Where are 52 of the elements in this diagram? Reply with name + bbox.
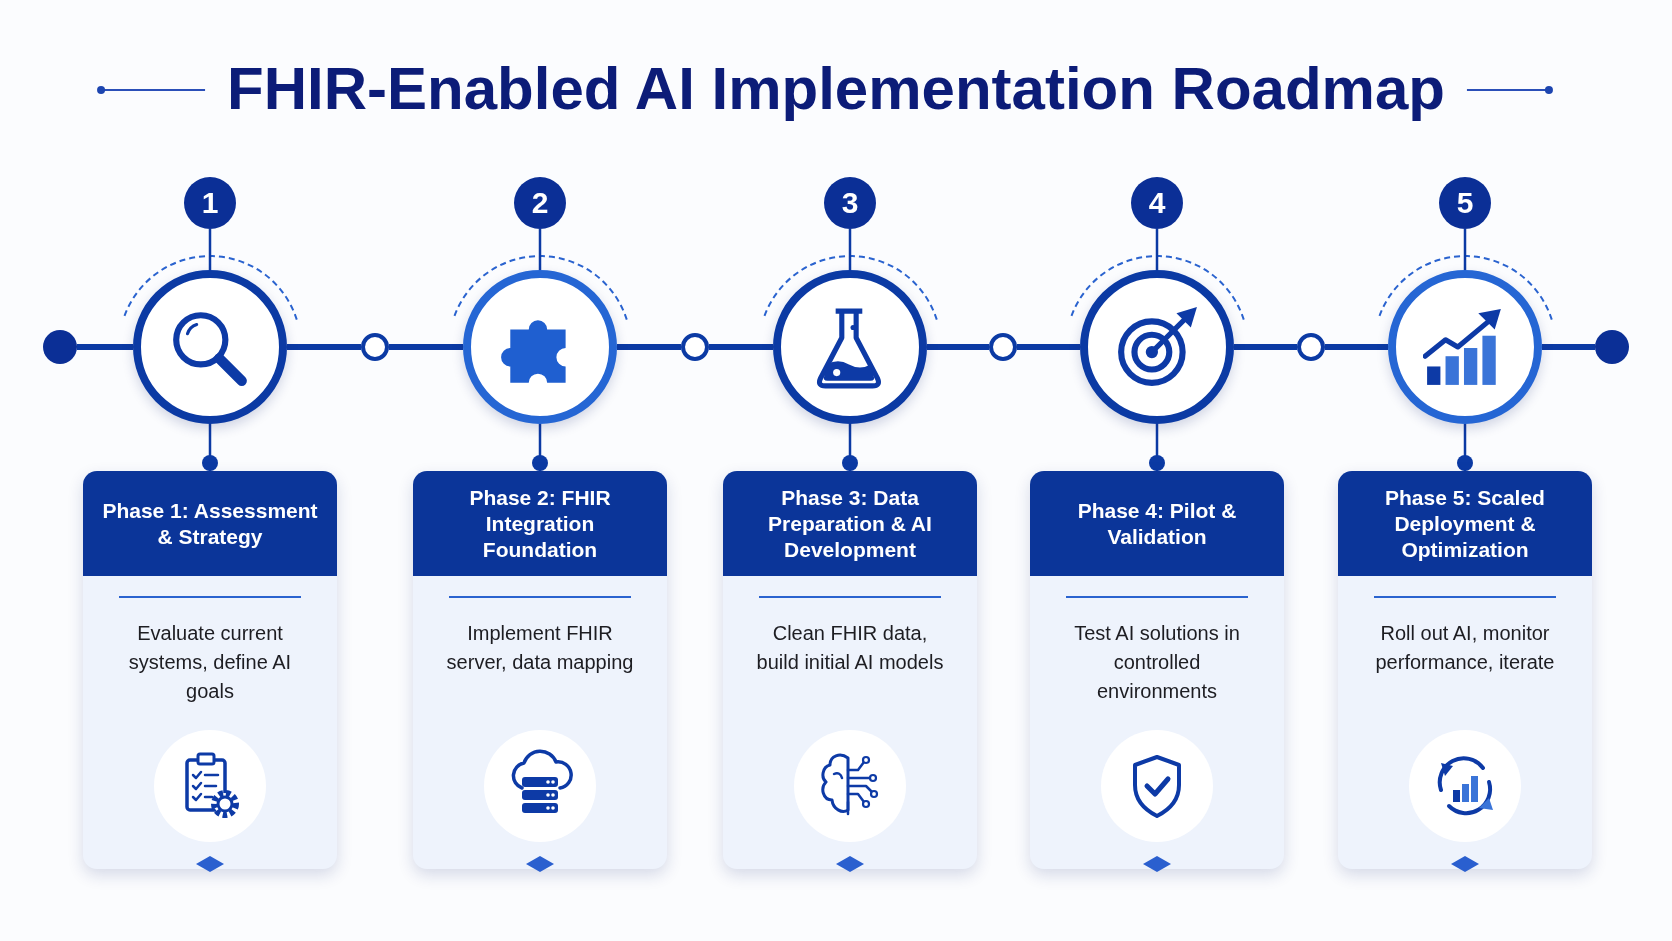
number-badge: 2 — [514, 177, 566, 229]
connector-line — [1325, 344, 1388, 350]
number-badge: 5 — [1439, 177, 1491, 229]
phase-heading: Phase 4: Pilot & Validation — [1030, 471, 1284, 576]
connector-line — [927, 344, 989, 350]
connector-line — [709, 344, 773, 350]
connector-line — [538, 229, 542, 270]
timeline-end-dot — [43, 330, 77, 364]
connector-line — [1017, 344, 1080, 350]
icon-circle — [1388, 270, 1542, 424]
connector-line — [1457, 424, 1473, 471]
icon-circle — [463, 270, 617, 424]
connector-line — [77, 344, 133, 350]
number-badge: 3 — [824, 177, 876, 229]
phase-card — [1030, 471, 1284, 869]
number-badge: 1 — [184, 177, 236, 229]
phase-card — [413, 471, 667, 869]
phase-description: Test AI solutions in controlled environments — [1073, 621, 1241, 704]
phase-description: Clean FHIR data, build initial AI models — [755, 621, 945, 675]
timeline-hollow-circle — [1297, 333, 1325, 361]
timeline-end-dot — [1595, 330, 1629, 364]
phase-description: Roll out AI, monitor performance, iterate — [1374, 621, 1556, 675]
connector-line — [287, 344, 361, 350]
phase-heading: Phase 3: Data Preparation & AI Development — [723, 471, 977, 576]
diagram-title: FHIR-Enabled AI Implementation Roadmap — [227, 56, 1445, 122]
connector-line — [389, 344, 463, 350]
phase-card — [723, 471, 977, 869]
phase-heading: Phase 5: Scaled Deployment & Optimization — [1338, 471, 1592, 576]
phase-heading: Phase 2: FHIR Integration Foundation — [413, 471, 667, 576]
phase-description: Implement FHIR server, data mapping — [445, 621, 635, 675]
timeline-hollow-circle — [989, 333, 1017, 361]
icon-circle — [773, 270, 927, 424]
phase-description: Evaluate current systems, define AI goals — [127, 621, 293, 704]
phase-card — [1338, 471, 1592, 869]
connector-line — [1149, 424, 1165, 471]
connector-line — [842, 424, 858, 471]
phase-heading: Phase 1: Assessment & Strategy — [83, 471, 337, 576]
timeline-hollow-circle — [681, 333, 709, 361]
icon-circle — [133, 270, 287, 424]
number-badge: 4 — [1131, 177, 1183, 229]
timeline-hollow-circle — [361, 333, 389, 361]
connector-line — [1234, 344, 1297, 350]
connector-line — [202, 424, 218, 471]
connector-line — [1542, 344, 1595, 350]
phase-card — [83, 471, 337, 869]
connector-line — [617, 344, 681, 350]
connector-line — [208, 229, 212, 270]
icon-circle — [1080, 270, 1234, 424]
connector-line — [532, 424, 548, 471]
connector-line — [1155, 229, 1159, 270]
connector-line — [848, 229, 852, 270]
connector-line — [1463, 229, 1467, 270]
